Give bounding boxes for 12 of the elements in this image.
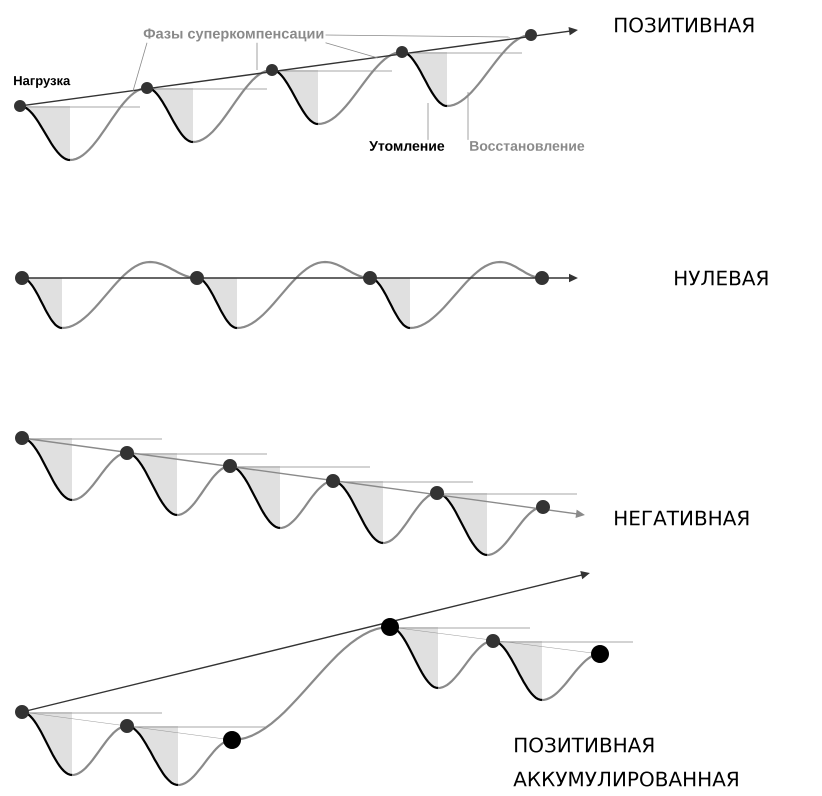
load-label: Нагрузка — [14, 76, 70, 88]
section-title: НЕГАТИВНАЯ — [615, 510, 748, 526]
leader-line — [132, 42, 148, 92]
section-title: ПОЗИТИВНАЯ — [615, 17, 754, 33]
leader-line — [325, 42, 378, 58]
annotation-label: Восстановление — [470, 141, 584, 151]
leader-line — [256, 42, 258, 70]
annotation-label: Фазы суперкомпенсации — [144, 28, 324, 42]
annotation-label: Утомление — [369, 141, 444, 151]
leader-line — [325, 34, 510, 38]
section-title: НУЛЕВАЯ — [675, 270, 768, 286]
section-title: ПОЗИТИВНАЯ АККУМУЛИРОВАННАЯ — [513, 737, 738, 787]
